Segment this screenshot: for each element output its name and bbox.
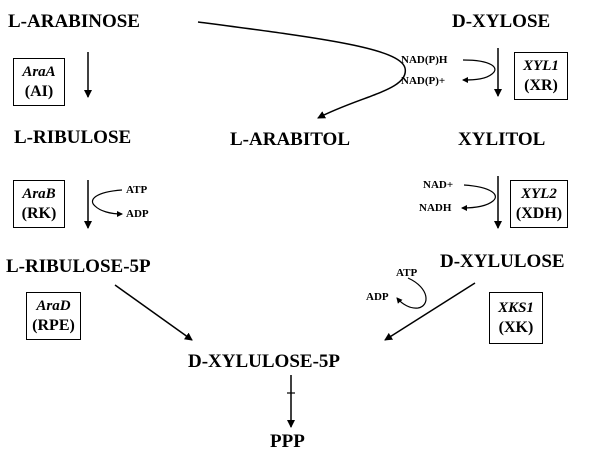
cofactor-atp-xk: ATP <box>396 267 418 279</box>
enzyme-label-ai: (AI) <box>24 82 54 100</box>
enzyme-label-xr: (XR) <box>524 76 558 94</box>
gene-label-xyl1: XYL1 <box>523 58 559 74</box>
enzyme-box-xyl1: XYL1 (XR) <box>514 52 568 100</box>
metabolite-xylitol: XYLITOL <box>458 129 546 150</box>
enzyme-label-xdh: (XDH) <box>515 204 563 222</box>
metabolite-l-ribulose-5p: L-RIBULOSE-5P <box>6 256 151 277</box>
gene-label-xks1: XKS1 <box>498 300 534 316</box>
enzyme-label-xk: (XK) <box>498 318 534 336</box>
metabolite-ppp: PPP <box>270 431 305 452</box>
cofactor-nadh-xdh: NADH <box>419 202 452 214</box>
enzyme-box-arab: AraB (RK) <box>13 180 65 228</box>
cofactor-atp-rk: ATP <box>126 184 148 196</box>
metabolite-l-arabinose: L-ARABINOSE <box>8 11 140 32</box>
metabolite-d-xylose: D-XYLOSE <box>452 11 551 32</box>
cofactor-nadp-xr: NAD(P)+ <box>401 75 446 87</box>
enzyme-label-rk: (RK) <box>21 204 57 222</box>
cofactor-curve-rk <box>91 189 123 217</box>
cofactor-curve-xk <box>396 277 427 309</box>
enzyme-label-rpe: (RPE) <box>32 316 75 334</box>
cofactor-nadph-xr: NAD(P)H <box>401 54 448 66</box>
metabolite-d-xylulose: D-XYLULOSE <box>440 251 565 272</box>
gene-label-xyl2: XYL2 <box>521 186 557 202</box>
metabolite-d-xylulose-5p: D-XYLULOSE-5P <box>188 351 341 372</box>
cofactor-curve-xdh <box>461 184 496 211</box>
cofactor-adp-rk: ADP <box>126 208 149 220</box>
cofactor-adp-xk: ADP <box>366 291 389 303</box>
arrow-ribulose5p-to-xylulose5p <box>114 284 193 341</box>
enzyme-box-arad: AraD (RPE) <box>26 292 81 340</box>
gene-label-arad: AraD <box>36 298 71 314</box>
gene-label-arab: AraB <box>22 186 56 202</box>
enzyme-box-xyl2: XYL2 (XDH) <box>510 180 568 228</box>
metabolite-l-ribulose: L-RIBULOSE <box>14 127 132 148</box>
cofactor-nad-xdh: NAD+ <box>423 179 454 191</box>
arrow-xylulose-to-xylulose5p <box>384 282 476 341</box>
enzyme-box-xks1: XKS1 (XK) <box>489 292 543 344</box>
gene-label-araa: AraA <box>22 64 56 80</box>
arrow-arabinose-to-arabitol <box>197 21 406 119</box>
metabolite-l-arabitol: L-ARABITOL <box>230 129 351 150</box>
cofactor-curve-xr <box>462 59 496 83</box>
enzyme-box-araa: AraA (AI) <box>13 58 65 106</box>
